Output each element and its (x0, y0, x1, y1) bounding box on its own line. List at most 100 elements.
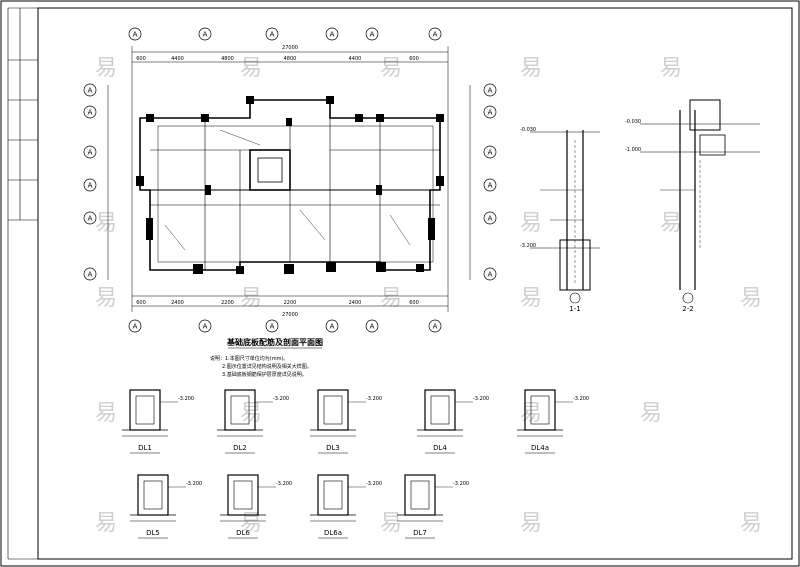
axis-bubble: A (198, 319, 212, 333)
dim-bottom-label: 2200 (284, 300, 297, 306)
axis-label: A (88, 109, 93, 117)
detail-label: DL1 (138, 444, 152, 452)
section-2-2 (640, 99, 760, 304)
axis-bubble: A (428, 27, 442, 41)
axis-label: A (270, 31, 275, 39)
watermark-glyph: 易 (740, 511, 762, 536)
axis-bubble: A (325, 319, 339, 333)
watermark-glyph: 易 (520, 286, 542, 311)
axis-bubble: A (325, 27, 339, 41)
plan-total-top: 27000 (282, 45, 298, 51)
detail-label: DL3 (326, 444, 340, 452)
axis-bubble: A (483, 211, 497, 225)
note-3: 3.基础底板钢筋保护层厚度详见说明。 (222, 371, 307, 378)
axis-bubble: A (365, 27, 379, 41)
detail-label: DL6a (324, 529, 342, 537)
detail-level: -3.200 (473, 396, 489, 402)
dim-bottom-label: 2200 (221, 300, 234, 306)
dim-bottom-label: 2400 (171, 300, 184, 306)
section-label-1: 1-1 (569, 305, 580, 313)
axis-label: A (88, 149, 93, 157)
axis-label: A (88, 182, 93, 190)
axis-label: A (488, 182, 493, 190)
axis-bubble: A (128, 27, 142, 41)
watermark-glyph: 易 (240, 286, 262, 311)
drawing-title: 基础底板配筋及剖面平面图 (226, 337, 323, 347)
detail-label: DL4a (531, 444, 549, 452)
axis-bubble: A (365, 319, 379, 333)
watermark-glyph: 易 (95, 511, 117, 536)
watermark-glyph: 易 (380, 511, 402, 536)
watermark-glyph: 易 (95, 401, 117, 426)
dim-top-label: 600 (136, 56, 146, 62)
detail-level: -3.200 (178, 396, 194, 402)
axis-label: A (488, 215, 493, 223)
dim-top-label: 4800 (221, 56, 234, 62)
watermark-glyph: 易 (380, 56, 402, 81)
section-label-2: 2-2 (682, 305, 693, 313)
detail-sections: -3.200DL1-3.200DL2-3.200DL3-3.200DL4-3.2… (122, 389, 589, 539)
axis-label: A (433, 323, 438, 331)
level-2: -3.200 (520, 243, 536, 249)
detail-label: DL2 (233, 444, 247, 452)
watermark-glyph: 易 (240, 401, 262, 426)
dim-bottom-label: 2400 (349, 300, 362, 306)
axis-label: A (488, 109, 493, 117)
axis-bubble: A (128, 319, 142, 333)
axis-bubble: A (83, 83, 97, 97)
drawing-frame (37, 7, 793, 560)
axis-bubble: A (198, 27, 212, 41)
detail-level: -3.200 (366, 481, 382, 487)
dim-top-label: 4400 (171, 56, 184, 62)
detail-level: -3.200 (573, 396, 589, 402)
detail-level: -3.200 (273, 396, 289, 402)
axis-bubble: A (483, 105, 497, 119)
watermark-glyph: 易 (240, 56, 262, 81)
axis-bubble: A (265, 319, 279, 333)
axis-bubble: A (483, 178, 497, 192)
watermark-glyph: 易 (520, 56, 542, 81)
axis-label: A (88, 215, 93, 223)
axis-label: A (88, 87, 93, 95)
axis-bubble: A (483, 145, 497, 159)
axis-label: A (370, 323, 375, 331)
dim-top-label: 600 (409, 56, 419, 62)
watermark-glyph: 易 (740, 286, 762, 311)
detail-level: -3.200 (366, 396, 382, 402)
axis-label: A (270, 323, 275, 331)
axis-bubble: A (83, 267, 97, 281)
watermark-glyph: 易 (95, 211, 117, 236)
axis-bubble: A (83, 145, 97, 159)
watermark-glyph: 易 (95, 56, 117, 81)
watermark-glyph: 易 (660, 56, 682, 81)
axis-label: A (203, 323, 208, 331)
axis-bubble: A (83, 178, 97, 192)
axis-bubble: A (83, 211, 97, 225)
axis-label: A (88, 271, 93, 279)
watermark-glyph: 易 (660, 211, 682, 236)
detail-label: DL6 (236, 529, 250, 537)
watermark-glyph: 易 (520, 211, 542, 236)
detail-level: -3.200 (276, 481, 292, 487)
axis-bubble: A (483, 83, 497, 97)
axis-label: A (133, 31, 138, 39)
watermark-glyph: 易 (95, 286, 117, 311)
axis-label: A (488, 87, 493, 95)
axis-label: A (370, 31, 375, 39)
axis-label: A (433, 31, 438, 39)
dim-top-label: 4800 (284, 56, 297, 62)
section-1-1 (530, 130, 600, 304)
axis-bubble: A (265, 27, 279, 41)
level-4: -1.000 (625, 147, 641, 153)
axis-label: A (330, 323, 335, 331)
watermark-glyph: 易 (240, 511, 262, 536)
